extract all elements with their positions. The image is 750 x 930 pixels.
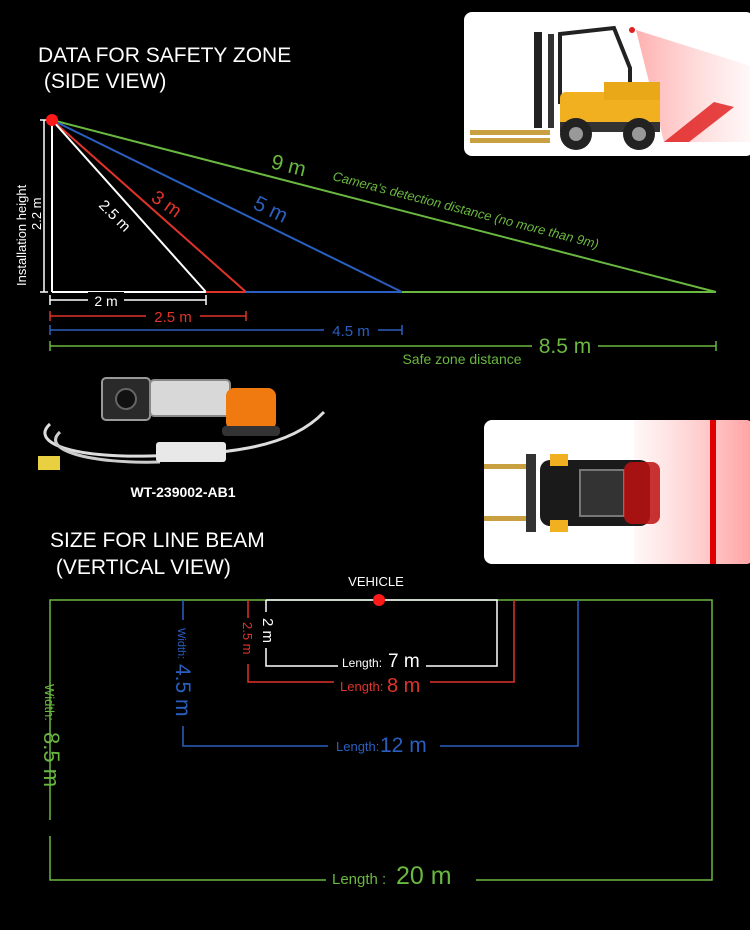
forklift-top-icon: [484, 420, 750, 564]
zone-white: Length: 7 m 2 m: [259, 599, 498, 672]
side-view-subtitle: (SIDE VIEW): [38, 70, 166, 93]
distance-2-5m: 2.5 m: [154, 309, 192, 326]
beam-line-2-5m: [51, 119, 207, 293]
beam-line-5m: [51, 119, 403, 293]
distance-2m: 2 m: [94, 293, 117, 309]
zone-red-length-prefix: Length:: [340, 679, 383, 694]
vertical-view-title: SIZE FOR LINE BEAM: [50, 529, 265, 552]
beam-label-3m: 3 m: [147, 187, 185, 222]
zone-green-width-prefix: Width:: [42, 684, 57, 721]
detection-note: Camera's detection distance (no more tha…: [331, 168, 600, 251]
vehicle-dot: [373, 594, 385, 606]
zone-green-width: 8.5 m: [39, 732, 64, 787]
vertical-view-subtitle: (VERTICAL VIEW): [50, 556, 231, 579]
dimension-2m: 2 m: [49, 292, 207, 309]
forklift-side-icon: [470, 25, 750, 150]
dimension-4-5m: 4.5 m: [49, 322, 403, 340]
zone-blue-length: 12 m: [380, 734, 427, 757]
zone-white-length-prefix: Length:: [342, 656, 382, 670]
zone-white-width: 2 m: [259, 618, 276, 643]
vehicle-label: VEHICLE: [348, 574, 404, 589]
side-view-title: DATA FOR SAFETY ZONE: [38, 44, 291, 67]
beam-label-2-5m: 2.5 m: [95, 197, 134, 236]
zone-blue-length-prefix: Length:: [336, 739, 379, 754]
zone-green-length: 20 m: [396, 862, 452, 890]
installation-height-label: Installation height: [14, 184, 29, 286]
zone-green: Length : 20 m Width: 8.5 m: [39, 599, 713, 890]
beam-label-5m: 5 m: [250, 192, 292, 228]
dimension-8-5m: 8.5 m: [49, 334, 717, 358]
zone-red-width: 2.5 m: [240, 622, 255, 655]
zone-blue-width-prefix: Width:: [175, 628, 187, 659]
forklift-top-photo: [484, 420, 750, 564]
zone-blue-width: 4.5 m: [171, 664, 194, 717]
zone-red: Length: 8 m 2.5 m: [240, 600, 515, 697]
zone-white-length: 7 m: [388, 651, 420, 672]
forklift-side-photo: [464, 12, 750, 156]
zone-red-length: 8 m: [387, 675, 420, 697]
distance-8-5m: 8.5 m: [539, 335, 592, 358]
safe-zone-label: Safe zone distance: [402, 351, 521, 367]
beam-line-3m: [51, 119, 247, 293]
product-model: WT-239002-AB1: [130, 484, 235, 500]
installation-height-value: 2.2 m: [29, 197, 44, 230]
camera-dot: [46, 114, 58, 126]
zone-green-length-prefix: Length :: [332, 871, 386, 888]
dimension-2-5m: 2.5 m: [49, 308, 247, 326]
beam-line-9m: [51, 119, 717, 293]
camera-kit-photo: [30, 372, 330, 472]
camera-kit-icon: [38, 377, 326, 470]
zone-blue: Length: 12 m Width: 4.5 m: [171, 600, 579, 757]
distance-4-5m: 4.5 m: [332, 323, 370, 340]
